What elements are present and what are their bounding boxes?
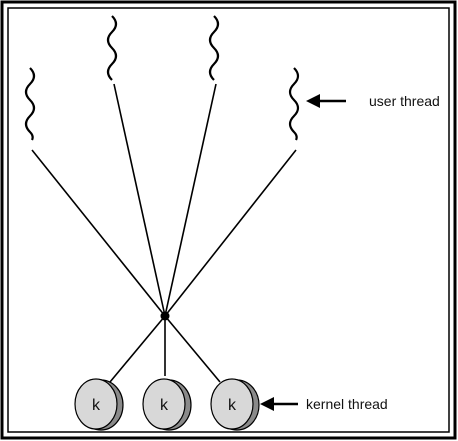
kernel-thread-2: k xyxy=(142,378,192,431)
kernel-thread-3-label: k xyxy=(228,397,237,414)
kernel-thread-1-label: k xyxy=(92,397,101,414)
inner-frame xyxy=(7,7,450,433)
user-thread-wave-1 xyxy=(24,67,36,141)
user-thread-label: user thread xyxy=(369,93,440,109)
kernel-thread-arrowhead-icon xyxy=(260,397,274,411)
kernel-thread-label: kernel thread xyxy=(306,396,388,412)
user-link-3 xyxy=(164,83,217,317)
kernel-link-3 xyxy=(164,315,221,383)
user-link-4 xyxy=(164,149,297,317)
kernel-thread-1: k xyxy=(74,378,124,431)
user-thread-wave-3 xyxy=(208,15,220,81)
user-thread-wave-2 xyxy=(106,15,118,81)
user-thread-arrowhead-icon xyxy=(306,94,320,108)
user-link-1 xyxy=(31,149,166,317)
kernel-thread-callout: kernel thread xyxy=(260,396,388,412)
user-link-2 xyxy=(113,83,166,317)
kernel-link-1 xyxy=(109,315,166,383)
kernel-thread-2-label: k xyxy=(160,397,169,414)
kernel-thread-3: k xyxy=(210,378,260,431)
user-thread-wave-4 xyxy=(288,67,300,141)
user-thread-callout: user thread xyxy=(306,93,440,109)
